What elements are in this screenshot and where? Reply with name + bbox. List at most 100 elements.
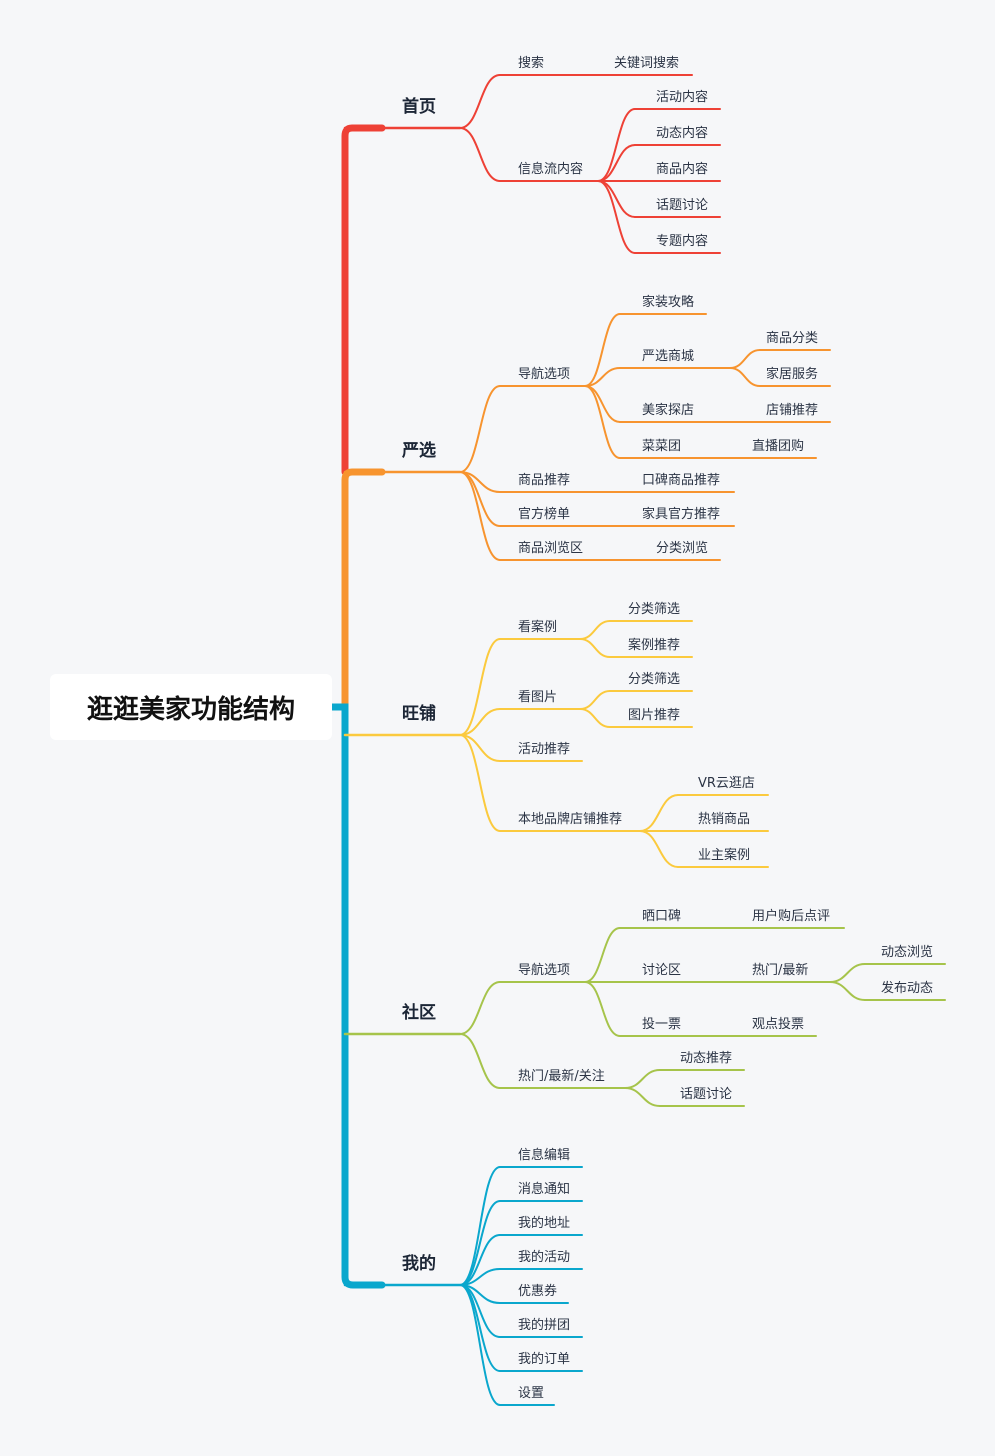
node-label[interactable]: 看图片 xyxy=(518,689,557,705)
node-label[interactable]: 案例推荐 xyxy=(628,638,680,653)
node-label[interactable]: 活动推荐 xyxy=(518,742,570,757)
connector xyxy=(459,127,501,182)
node-label[interactable]: 商品浏览区 xyxy=(518,540,583,556)
node-label[interactable]: 导航选项 xyxy=(518,962,570,978)
connector xyxy=(459,734,501,832)
node-label[interactable]: 用户购后点评 xyxy=(752,908,830,924)
node-label[interactable]: 讨论区 xyxy=(642,963,681,978)
node-label[interactable]: 我的地址 xyxy=(518,1215,570,1231)
spine-red xyxy=(341,124,386,476)
node-label[interactable]: 话题讨论 xyxy=(680,1087,732,1102)
connector xyxy=(459,471,501,561)
node-label[interactable]: 家装攻略 xyxy=(642,294,694,310)
node-label[interactable]: 我的活动 xyxy=(518,1249,570,1265)
node-label[interactable]: 发布动态 xyxy=(881,980,933,996)
node-label[interactable]: 商品推荐 xyxy=(518,473,570,488)
root-node[interactable]: 逛逛美家功能结构 xyxy=(50,674,332,740)
connector xyxy=(459,981,501,1035)
node-label[interactable]: 口碑商品推荐 xyxy=(642,472,720,488)
connector xyxy=(584,385,621,423)
node-label[interactable]: 信息流内容 xyxy=(518,161,583,177)
connector xyxy=(639,794,679,832)
connector xyxy=(459,708,501,736)
node-label[interactable]: 动态推荐 xyxy=(680,1051,732,1066)
connector xyxy=(729,367,761,387)
connector xyxy=(459,74,501,129)
node-label[interactable]: 严选商城 xyxy=(642,349,694,364)
connector xyxy=(584,927,621,983)
root-label: 逛逛美家功能结构 xyxy=(86,694,295,725)
node-label[interactable]: 热门/最新 xyxy=(752,962,808,978)
node-label[interactable]: 商品内容 xyxy=(656,161,708,177)
node-label[interactable]: 消息通知 xyxy=(518,1181,570,1197)
node-label[interactable]: 晒口碑 xyxy=(642,908,681,924)
connector xyxy=(597,108,636,182)
node-label[interactable]: 优惠券 xyxy=(518,1283,557,1299)
node-label[interactable]: 店铺推荐 xyxy=(766,403,818,418)
connector xyxy=(639,830,679,868)
node-label[interactable]: 专题内容 xyxy=(656,233,708,249)
node-label[interactable]: 我的订单 xyxy=(518,1351,570,1367)
node-label[interactable]: VR云逛店 xyxy=(698,776,755,791)
node-label[interactable]: 关键词搜索 xyxy=(614,56,679,71)
node-label[interactable]: 活动内容 xyxy=(656,89,708,105)
connector xyxy=(597,144,636,182)
node-label[interactable]: 商品分类 xyxy=(766,331,818,346)
branch-label[interactable]: 严选 xyxy=(402,441,436,461)
connector xyxy=(584,367,621,387)
branch-label[interactable]: 首页 xyxy=(402,96,436,117)
node-label[interactable]: 我的拼团 xyxy=(518,1317,570,1333)
node-label[interactable]: 动态浏览 xyxy=(881,944,933,960)
node-label[interactable]: 话题讨论 xyxy=(656,198,708,213)
connector xyxy=(459,1284,501,1406)
connector xyxy=(459,1166,501,1286)
connector xyxy=(597,180,636,218)
node-label[interactable]: 设置 xyxy=(518,1386,544,1401)
node-label[interactable]: 导航选项 xyxy=(518,366,570,382)
spine-blue xyxy=(328,703,386,1289)
connector xyxy=(459,734,501,762)
node-label[interactable]: 美家探店 xyxy=(642,402,694,418)
node-label[interactable]: 热门/最新/关注 xyxy=(518,1068,605,1084)
connector xyxy=(729,349,761,369)
node-label[interactable]: 官方榜单 xyxy=(518,506,570,522)
connector xyxy=(459,1284,501,1372)
node-label[interactable]: 本地品牌店铺推荐 xyxy=(518,811,622,827)
node-label[interactable]: 菜菜团 xyxy=(642,439,681,454)
connector xyxy=(579,690,611,710)
connector xyxy=(584,313,621,387)
node-label[interactable]: 分类筛选 xyxy=(628,602,680,617)
node-label[interactable]: 分类筛选 xyxy=(628,672,680,687)
connector xyxy=(584,981,621,1037)
connector xyxy=(624,1087,661,1107)
node-label[interactable]: 动态内容 xyxy=(656,125,708,141)
node-label[interactable]: 信息编辑 xyxy=(518,1147,570,1163)
connector xyxy=(624,1069,661,1089)
node-label[interactable]: 观点投票 xyxy=(752,1016,804,1032)
node-label[interactable]: 家居服务 xyxy=(766,366,818,382)
node-label[interactable]: 家具官方推荐 xyxy=(642,506,720,522)
node-label[interactable]: 业主案例 xyxy=(698,848,750,863)
node-label[interactable]: 搜索 xyxy=(518,56,544,71)
connector xyxy=(579,638,611,658)
connector xyxy=(829,981,866,1001)
connector xyxy=(579,708,611,728)
node-label[interactable]: 看案例 xyxy=(518,619,557,635)
connector xyxy=(579,620,611,640)
branch-label[interactable]: 我的 xyxy=(402,1253,436,1274)
connector xyxy=(459,1200,501,1286)
connector xyxy=(597,180,636,254)
node-label[interactable]: 图片推荐 xyxy=(628,708,680,723)
node-label[interactable]: 直播团购 xyxy=(752,438,804,454)
connector xyxy=(829,963,866,983)
branch-label[interactable]: 旺铺 xyxy=(402,703,436,724)
node-label[interactable]: 热销商品 xyxy=(698,812,750,827)
branch-label[interactable]: 社区 xyxy=(401,1002,436,1023)
connector xyxy=(459,1033,501,1089)
node-label[interactable]: 投一票 xyxy=(642,1016,681,1032)
connector xyxy=(584,385,621,459)
connector xyxy=(459,385,501,473)
node-label[interactable]: 分类浏览 xyxy=(656,540,708,556)
spine-orange xyxy=(341,468,386,709)
